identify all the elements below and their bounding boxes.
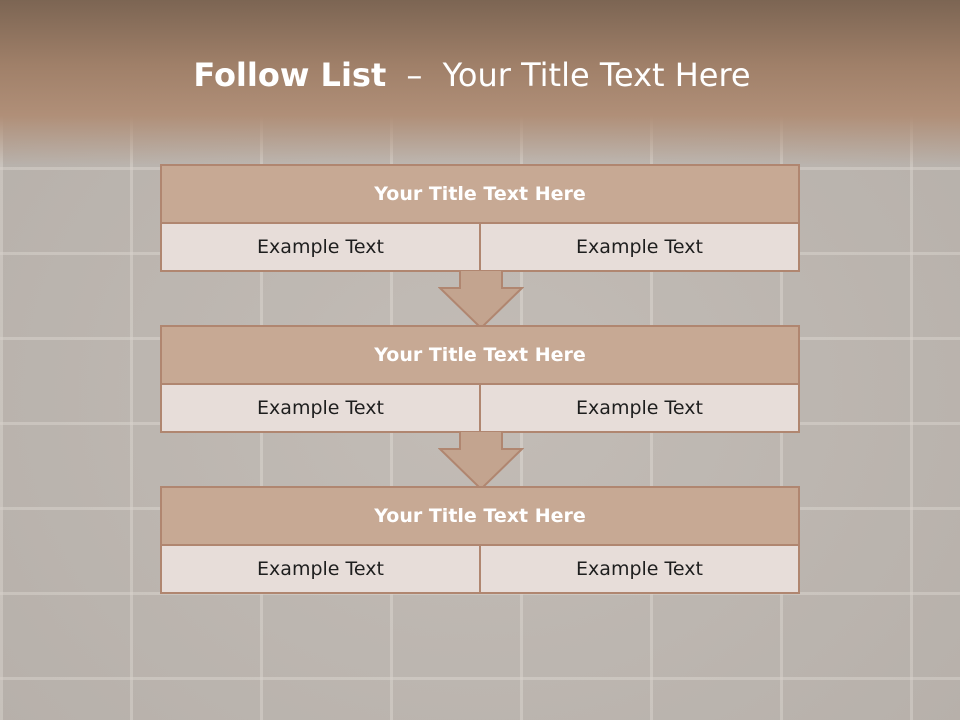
header-band bbox=[0, 0, 960, 165]
list-block-3: Your Title Text Here Example Text Exampl… bbox=[160, 486, 800, 594]
list-block-title: Your Title Text Here bbox=[162, 327, 798, 385]
slide-title: Follow List – Your Title Text Here bbox=[0, 55, 944, 95]
list-block-cell-left: Example Text bbox=[162, 224, 479, 270]
list-block-1: Your Title Text Here Example Text Exampl… bbox=[160, 164, 800, 272]
list-block-cell-left: Example Text bbox=[162, 546, 479, 592]
slide-title-bold: Follow List bbox=[193, 56, 387, 94]
list-block-title: Your Title Text Here bbox=[162, 166, 798, 224]
list-block-cell-right: Example Text bbox=[479, 385, 798, 431]
down-arrow-icon bbox=[438, 431, 524, 491]
list-block-cell-right: Example Text bbox=[479, 546, 798, 592]
list-block-title: Your Title Text Here bbox=[162, 488, 798, 546]
list-block-row: Example Text Example Text bbox=[162, 385, 798, 431]
slide-title-separator: – bbox=[406, 56, 423, 94]
list-block-row: Example Text Example Text bbox=[162, 546, 798, 592]
slide-title-rest: Your Title Text Here bbox=[442, 56, 751, 94]
down-arrow-icon bbox=[438, 270, 524, 330]
list-block-2: Your Title Text Here Example Text Exampl… bbox=[160, 325, 800, 433]
list-block-cell-left: Example Text bbox=[162, 385, 479, 431]
list-block-cell-right: Example Text bbox=[479, 224, 798, 270]
list-block-row: Example Text Example Text bbox=[162, 224, 798, 270]
